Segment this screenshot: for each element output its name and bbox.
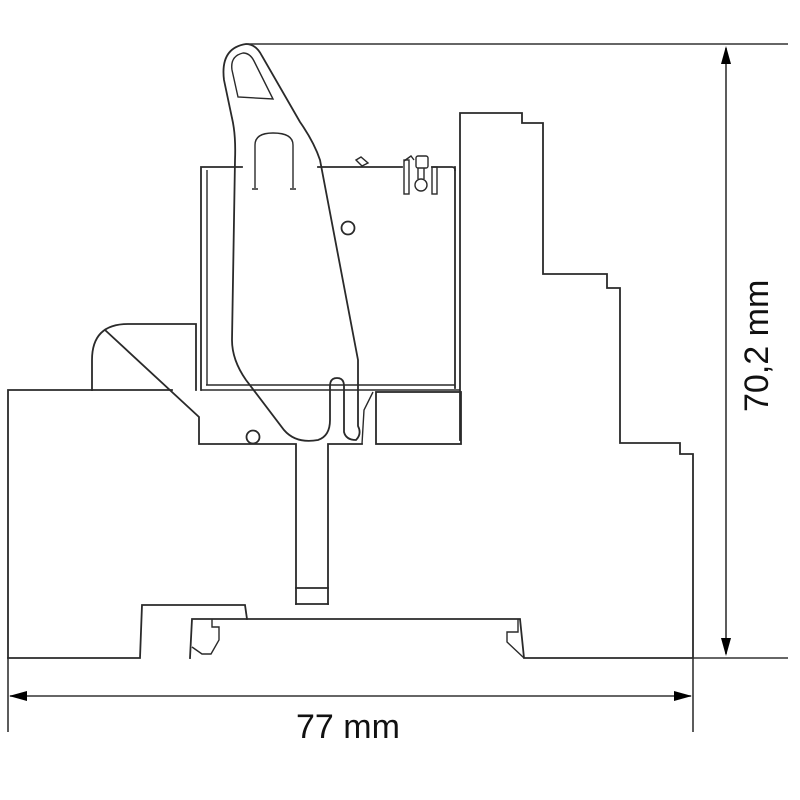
width-dimension-label: 77 mm [296,708,400,746]
width-dimension: 77 mm [7,658,694,746]
plug-stem [295,587,329,605]
din-rail-foot [7,604,694,659]
arrow-left-icon [9,691,27,701]
height-dimension-label: 70,2 mm [738,280,776,412]
height-dimension: 70,2 mm [246,43,788,659]
arrow-down-icon [721,638,731,656]
terminal-block [361,391,462,445]
socket-housing [7,112,694,659]
left-cover [91,323,197,391]
relay-body [200,155,460,391]
arrow-right-icon [674,691,692,701]
retaining-clip [222,43,361,445]
arrow-up-icon [721,46,731,64]
